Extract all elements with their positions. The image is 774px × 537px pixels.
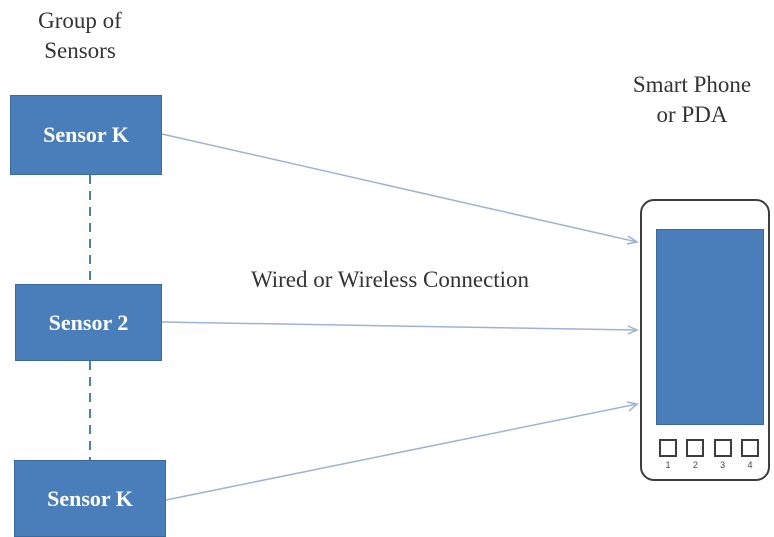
smart-phone-device: 1 2 3 4	[640, 199, 770, 481]
phone-button-number-1: 1	[665, 460, 671, 470]
phone-button-1	[659, 439, 677, 457]
arrow-head-bottom	[626, 401, 639, 412]
phone-button-4	[740, 439, 759, 457]
sensor-2: Sensor 2	[15, 284, 162, 361]
phone-button-numbers: 1 2 3 4	[659, 460, 759, 470]
phone-button-2	[686, 439, 705, 457]
arrow-head-middle	[627, 325, 639, 335]
connection-label: Wired or Wireless Connection	[250, 267, 530, 292]
sensor-k-top: Sensor K	[10, 95, 162, 175]
sensor-k-bottom: Sensor K	[14, 460, 166, 537]
connection-arrow-sensor-2	[161, 321, 638, 331]
phone-screen	[656, 229, 764, 425]
phone-button-number-4: 4	[747, 460, 753, 470]
connection-arrow-sensor-k-top	[161, 133, 638, 243]
group-of-sensors-label: Group of Sensors	[38, 8, 122, 63]
phone-button-3	[713, 439, 732, 457]
phone-button-row	[659, 439, 759, 457]
phone-button-number-3: 3	[720, 460, 726, 470]
smart-phone-label: Smart Phone or PDA	[632, 72, 752, 127]
connection-arrow-sensor-k-bottom	[165, 403, 638, 501]
phone-button-number-2: 2	[692, 460, 698, 470]
arrow-head-top	[626, 235, 639, 245]
